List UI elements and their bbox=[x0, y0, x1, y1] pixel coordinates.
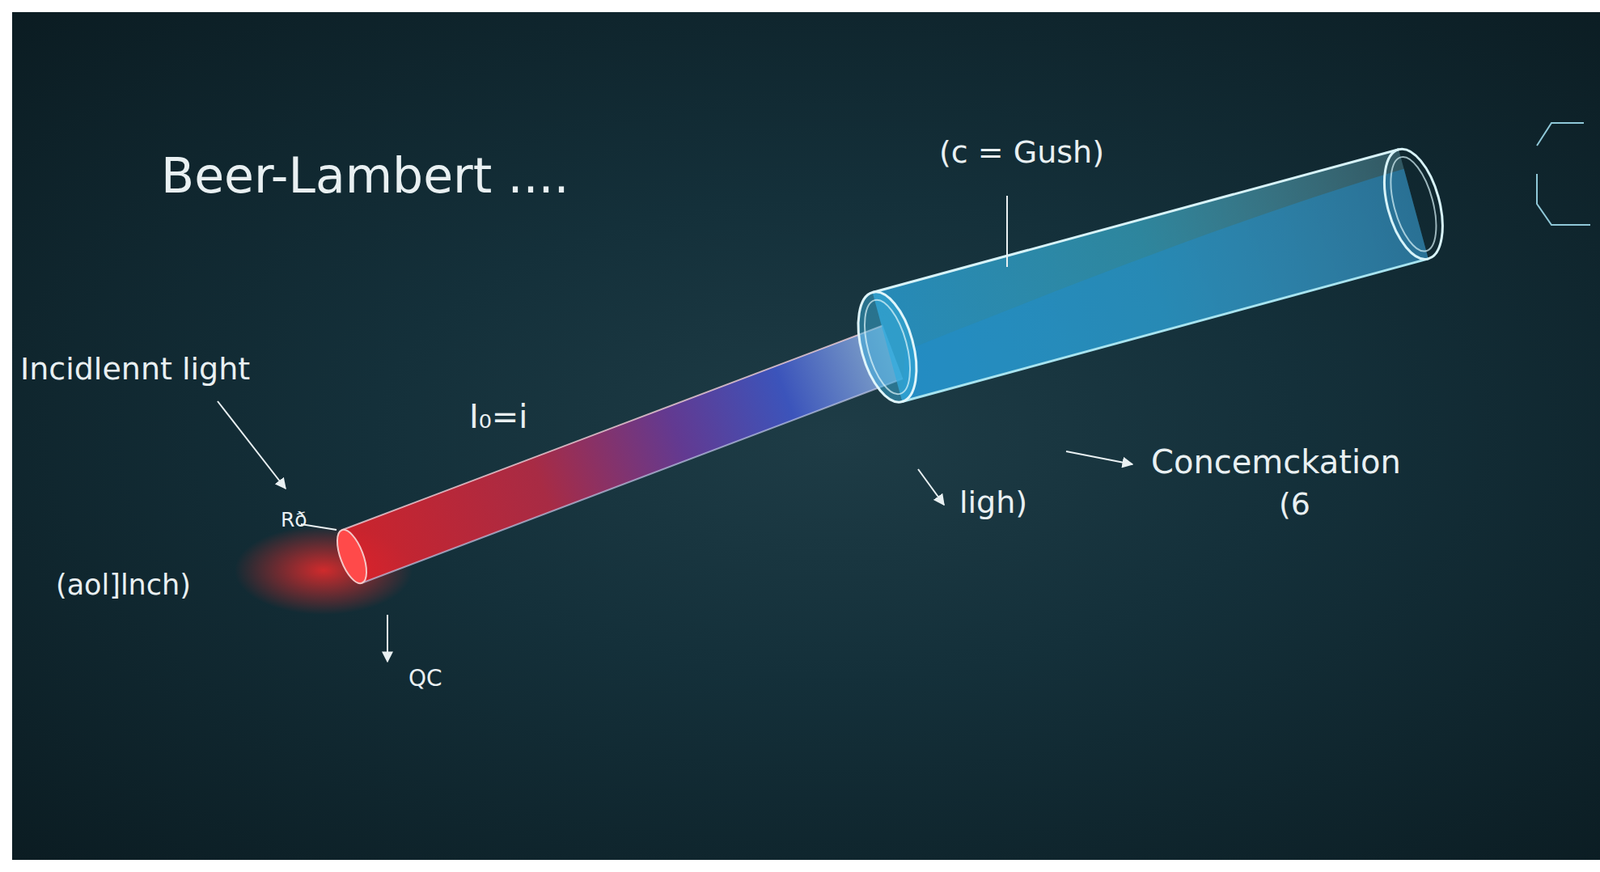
incident-light-label: Incidlennt light bbox=[20, 351, 250, 388]
point-label: QC bbox=[408, 665, 443, 692]
diagram-title: Beer-Lambert .... bbox=[160, 148, 570, 204]
point-label: Rð bbox=[280, 508, 308, 533]
source-label: (aol]lnch) bbox=[55, 568, 191, 602]
thin-tube bbox=[331, 325, 904, 588]
concentration-formula: (c = Gush) bbox=[939, 135, 1105, 171]
leader-lines bbox=[217, 195, 1133, 662]
glass-tube bbox=[847, 142, 1454, 409]
corner-icon bbox=[1536, 122, 1591, 225]
illustration bbox=[12, 12, 1600, 860]
intensity-label: I₀=i bbox=[469, 397, 528, 436]
concentration-label: Concemckation bbox=[1151, 443, 1402, 481]
light-label: ligh) bbox=[959, 485, 1028, 521]
concentration-symbol: (6 bbox=[1278, 486, 1311, 523]
